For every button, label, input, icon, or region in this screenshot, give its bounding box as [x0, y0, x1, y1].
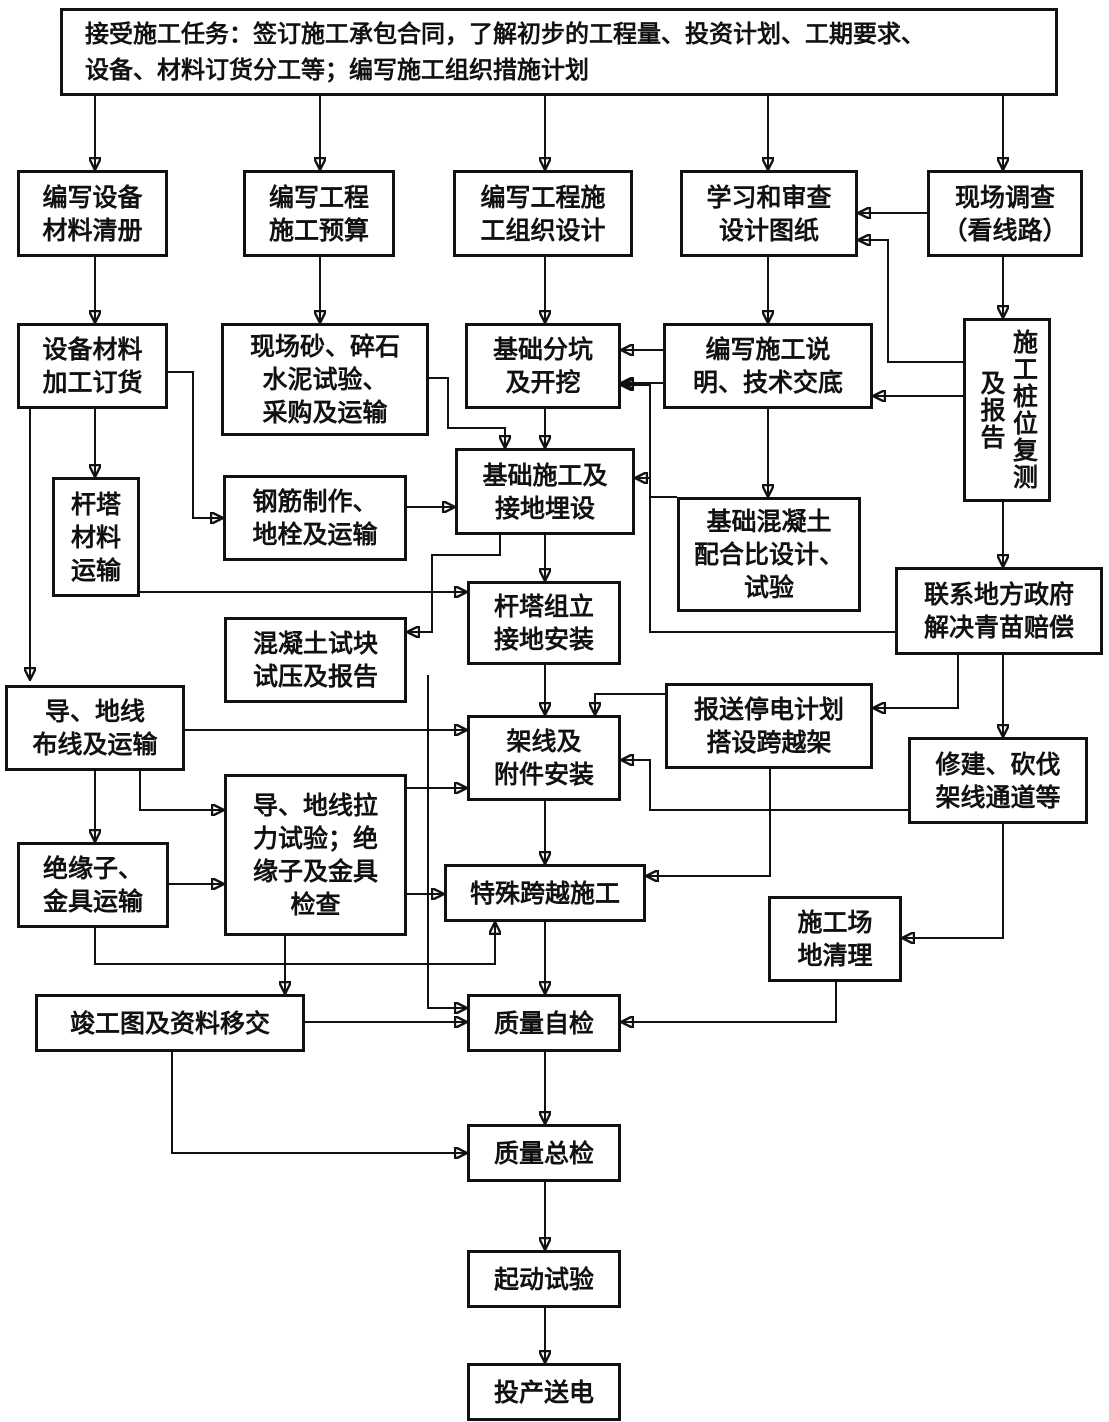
node-insulator-transport: 绝缘子、 金具运输 — [17, 842, 169, 928]
node-site-cleanup: 施工场 地清理 — [768, 896, 902, 982]
connector-arrow — [171, 1052, 467, 1153]
connector-arrow — [858, 240, 963, 363]
connector-arrow — [621, 385, 895, 633]
node-tower-material-transport: 杆塔 材料 运输 — [52, 477, 140, 597]
node-rebar-anchor: 钢筋制作、 地栓及运输 — [223, 475, 407, 561]
node-conductor-transport: 导、地线 布线及运输 — [5, 685, 185, 771]
node-accept-task: 接受施工任务：签订施工承包合同，了解初步的工程量、投资计划、工期要求、 设备、材… — [60, 8, 1058, 96]
node-equipment-list: 编写设备 材料清册 — [17, 170, 168, 257]
node-equipment-order: 设备材料 加工订货 — [17, 323, 168, 409]
connector-arrow — [621, 760, 908, 811]
node-government-liaison: 联系地方政府 解决青苗赔偿 — [895, 567, 1103, 655]
node-concrete-sample-test: 混凝土试块 试压及报告 — [224, 617, 407, 703]
connector-arrow — [646, 769, 771, 876]
node-build-clear-channel: 修建、砍伐 架线通道等 — [908, 737, 1088, 824]
node-pile-recheck: 施工桩位复测及报告 — [963, 318, 1051, 502]
node-commissioning: 投产送电 — [467, 1363, 621, 1421]
connector-arrow — [427, 675, 467, 1008]
connector-arrow — [139, 771, 224, 810]
connector-arrow — [873, 655, 959, 708]
node-site-survey: 现场调查 （看线路） — [927, 170, 1083, 257]
connector-arrow — [429, 377, 505, 448]
node-concrete-mix-design: 基础混凝土 配合比设计、 试验 — [677, 497, 861, 612]
node-startup-test: 起动试验 — [467, 1250, 621, 1308]
node-quality-final-check: 质量总检 — [467, 1124, 621, 1182]
node-as-built-handover: 竣工图及资料移交 — [35, 994, 305, 1052]
node-review-drawings: 学习和审查 设计图纸 — [680, 170, 858, 257]
node-stringing: 架线及 附件安装 — [467, 715, 621, 801]
node-special-crossing: 特殊跨越施工 — [444, 864, 646, 922]
node-foundation-pit: 基础分坑 及开挖 — [465, 323, 621, 409]
connector-arrow — [621, 982, 837, 1022]
node-tension-test: 导、地线拉 力试验；绝 缘子及金具 检查 — [224, 774, 407, 936]
node-sand-cement-test: 现场砂、碎石 水泥试验、 采购及运输 — [221, 323, 429, 436]
node-organization-design: 编写工程施 工组织设计 — [453, 170, 633, 257]
connector-arrow — [635, 478, 677, 498]
connector-arrow — [94, 922, 495, 965]
node-foundation-construction: 基础施工及 接地埋设 — [455, 448, 635, 535]
node-construction-notes: 编写施工说 明、技术交底 — [663, 323, 873, 409]
connector-arrow — [595, 693, 665, 715]
connector-arrow — [902, 824, 1004, 938]
node-pile-recheck-label: 施工桩位复测及报告 — [977, 329, 1039, 491]
node-construction-budget: 编写工程 施工预算 — [243, 170, 395, 257]
node-tower-erection: 杆塔组立 接地安装 — [467, 581, 621, 665]
node-outage-plan: 报送停电计划 搭设跨越架 — [665, 683, 873, 769]
connector-arrow — [168, 371, 223, 518]
connector-arrow — [407, 535, 501, 632]
node-quality-self-check: 质量自检 — [467, 994, 621, 1052]
